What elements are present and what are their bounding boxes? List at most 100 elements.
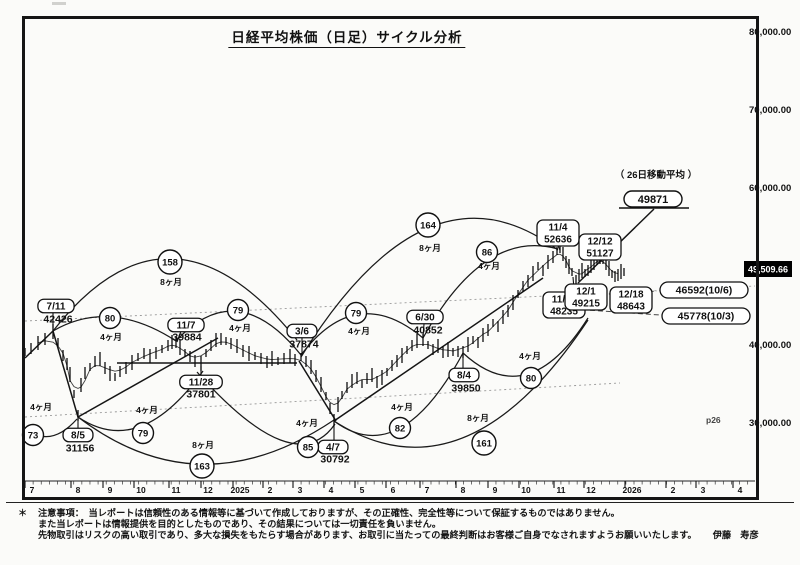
badge-days: 79 bbox=[351, 308, 362, 319]
badge-circle bbox=[471, 430, 497, 456]
cycle-count-badge: 79 bbox=[226, 298, 250, 322]
ma-value: 49871 bbox=[638, 194, 669, 206]
swing-price: 40852 bbox=[413, 325, 442, 337]
x-axis-label: 3 bbox=[298, 485, 303, 495]
badge-days: 86 bbox=[482, 247, 493, 258]
swing-date: 7/11 bbox=[47, 302, 66, 313]
cycle-count-badge: 80 bbox=[98, 306, 122, 330]
level-text: 45778(10/3) bbox=[678, 311, 735, 323]
x-axis-label: 4 bbox=[329, 485, 334, 495]
trend-line bbox=[52, 330, 79, 418]
badge-circle bbox=[189, 453, 215, 479]
cycle-count-badge: 164 bbox=[415, 212, 441, 238]
cycle-count-badge: 85 bbox=[296, 435, 320, 459]
cycle-count-badge: 161 bbox=[471, 430, 497, 456]
guide-line bbox=[24, 382, 621, 418]
chart-frame bbox=[22, 16, 759, 500]
y-axis-label: 40,000.00 bbox=[749, 340, 791, 351]
badge-days: 80 bbox=[526, 373, 537, 384]
date-box bbox=[62, 427, 94, 443]
swing-date: 11/4 bbox=[549, 223, 568, 234]
disclaimer-line2: また当レポートは情報提供を目的としたものであり、その結果については一切責任を負い… bbox=[38, 518, 442, 529]
date-box bbox=[37, 298, 75, 314]
badge-days: 82 bbox=[395, 423, 406, 434]
trend-line bbox=[77, 337, 219, 418]
swing-date: 11/19 bbox=[552, 295, 577, 306]
cycle-period-label: 4ヶ月 bbox=[30, 402, 52, 412]
badge-circle bbox=[98, 306, 122, 330]
cycle-period-label: 4ヶ月 bbox=[478, 261, 500, 271]
cycle-count-badge: 80 bbox=[519, 366, 543, 390]
cycle-period-label: 4ヶ月 bbox=[348, 326, 370, 336]
cycle-count-badge: 163 bbox=[189, 453, 215, 479]
cycle-period-label: 4ヶ月 bbox=[100, 332, 122, 342]
badge-circle bbox=[131, 421, 155, 445]
y-axis-label: 80,000.00 bbox=[749, 27, 791, 38]
x-axis-label: 12 bbox=[586, 485, 596, 495]
disclaimer-line1: 注意事項： 当レポートは信頼性のある情報等に基づいて作成しておりますが、その正確… bbox=[38, 508, 620, 518]
scan-artifact bbox=[52, 2, 66, 5]
date-box bbox=[167, 317, 205, 333]
cycle-period-label: 4ヶ月 bbox=[519, 351, 541, 361]
level-box bbox=[661, 307, 751, 325]
x-axis-label: 7 bbox=[30, 485, 35, 495]
cycle-period-label: 8ヶ月 bbox=[467, 413, 489, 423]
cycle-period-label: 4ヶ月 bbox=[229, 323, 251, 333]
swing-price: 42426 bbox=[43, 314, 72, 326]
cycle-count-badge: 73 bbox=[21, 423, 45, 447]
x-axis-label: 7 bbox=[425, 485, 430, 495]
x-axis-label: 8 bbox=[461, 485, 466, 495]
swing-price: 30792 bbox=[320, 454, 349, 466]
y-axis-label: 30,000.00 bbox=[749, 418, 791, 429]
disclaimer: ＊ 注意事項： 当レポートは信頼性のある情報等に基づいて作成しておりますが、その… bbox=[18, 508, 792, 541]
swing-date: 11/28 bbox=[189, 378, 214, 389]
cycle-count-badges: 73 80 158 79 79 163 85 79 82 164 86 161 80 bbox=[21, 212, 543, 479]
x-axis-label: 9 bbox=[108, 485, 113, 495]
moving-average-line bbox=[37, 253, 619, 406]
swing-date: 8/5 bbox=[71, 431, 85, 442]
badge-days: 164 bbox=[420, 220, 437, 231]
date-box bbox=[536, 219, 580, 247]
x-axis-label: 6 bbox=[391, 485, 396, 495]
badge-circle bbox=[344, 301, 368, 325]
date-box bbox=[406, 309, 444, 325]
label-leader bbox=[557, 245, 561, 251]
badge-circle bbox=[296, 435, 320, 459]
level-box bbox=[659, 281, 749, 299]
swing-date: 11/7 bbox=[177, 321, 196, 332]
swing-date: 12/1 bbox=[576, 287, 596, 298]
swing-price: 49215 bbox=[572, 299, 600, 310]
badge-days: 79 bbox=[138, 428, 149, 439]
cycle-count-badge: 82 bbox=[388, 416, 412, 440]
swing-price: 51127 bbox=[586, 249, 614, 260]
date-box bbox=[286, 323, 318, 339]
x-axis-label: 2 bbox=[671, 485, 676, 495]
badge-days: 80 bbox=[105, 313, 116, 324]
x-axis-label: 2026 bbox=[623, 485, 642, 495]
badge-circle bbox=[388, 416, 412, 440]
swing-price: 39850 bbox=[451, 383, 480, 395]
date-box bbox=[609, 286, 653, 314]
x-axis-label: 8 bbox=[76, 485, 81, 495]
cycle-count-badge: 79 bbox=[131, 421, 155, 445]
cycle-period-label: 8ヶ月 bbox=[192, 440, 214, 450]
badge-circle bbox=[475, 240, 499, 264]
current-price-text: 49,509.66 bbox=[748, 265, 788, 275]
badge-circle bbox=[157, 249, 183, 275]
footer-divider bbox=[6, 502, 794, 503]
projection-level-label: 45778(10/3) bbox=[661, 307, 751, 325]
badge-days: 73 bbox=[28, 430, 39, 441]
current-price-tag: 49,509.66 bbox=[744, 261, 792, 277]
date-box bbox=[179, 374, 223, 390]
badge-days: 158 bbox=[162, 257, 178, 268]
x-axis-label: 2 bbox=[268, 485, 273, 495]
cycle-period-label: 8ヶ月 bbox=[419, 243, 441, 253]
